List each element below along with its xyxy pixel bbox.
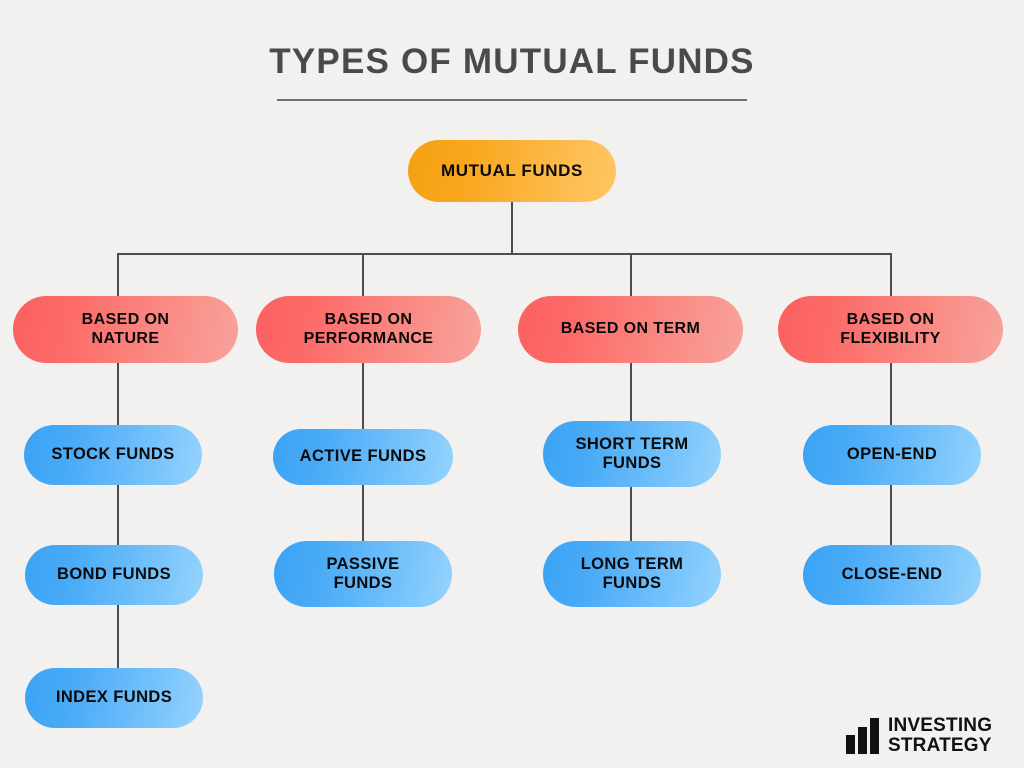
connector-stock-funds-to-bond-funds [117, 485, 119, 545]
node-based-on-flexibility[interactable]: BASED ON FLEXIBILITY [778, 296, 1003, 363]
node-stock-funds[interactable]: STOCK FUNDS [24, 425, 202, 485]
page-title: TYPES OF MUTUAL FUNDS [269, 42, 755, 81]
node-passive-funds[interactable]: PASSIVE FUNDS [274, 541, 452, 607]
connector-bus-to-term [630, 253, 632, 296]
connector-bond-funds-to-index-funds [117, 605, 119, 668]
connector-open-end-to-close-end [890, 485, 892, 545]
node-based-on-term[interactable]: BASED ON TERM [518, 296, 743, 363]
connector-term-to-short-term-funds [630, 363, 632, 421]
node-long-term-funds[interactable]: LONG TERM FUNDS [543, 541, 721, 607]
node-close-end[interactable]: CLOSE-END [803, 545, 981, 605]
node-based-on-performance[interactable]: BASED ON PERFORMANCE [256, 296, 481, 363]
title-block: TYPES OF MUTUAL FUNDS [0, 42, 1024, 102]
brand-name: INVESTING STRATEGY [888, 715, 993, 756]
connector-bus [117, 253, 891, 255]
bar-chart-icon [846, 717, 879, 754]
connector-bus-to-flexibility [890, 253, 892, 296]
node-active-funds[interactable]: ACTIVE FUNDS [273, 429, 453, 485]
node-open-end[interactable]: OPEN-END [803, 425, 981, 485]
brand-logo: INVESTING STRATEGY [846, 716, 992, 756]
node-based-on-nature[interactable]: BASED ON NATURE [13, 296, 238, 363]
node-index-funds[interactable]: INDEX FUNDS [25, 668, 203, 728]
node-bond-funds[interactable]: BOND FUNDS [25, 545, 203, 605]
connector-performance-to-active-funds [362, 363, 364, 429]
connector-bus-to-performance [362, 253, 364, 296]
connector-flexibility-to-open-end [890, 363, 892, 425]
connector-short-term-to-long-term [630, 487, 632, 541]
connector-bus-to-nature [117, 253, 119, 296]
title-divider [277, 99, 747, 102]
connector-active-funds-to-passive-funds [362, 485, 364, 541]
node-short-term-funds[interactable]: SHORT TERM FUNDS [543, 421, 721, 487]
connector-root-down [511, 202, 513, 254]
node-mutual-funds[interactable]: MUTUAL FUNDS [408, 140, 616, 202]
connector-nature-to-stock-funds [117, 363, 119, 425]
